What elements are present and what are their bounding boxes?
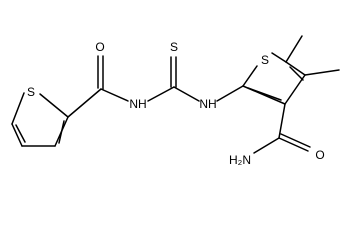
bonds (11, 35, 340, 154)
atom-labels: S O NH S NH S H₂N O (27, 40, 325, 167)
atom-o-carbonyl-right: O (315, 148, 324, 162)
atom-s-thiocarbonyl: S (170, 40, 178, 54)
atom-o-carbonyl-left: O (95, 40, 104, 54)
thiophene-thiourea-structure: S O NH S NH S H₂N O (11, 35, 340, 167)
atom-s-thiophene-left: S (27, 85, 35, 99)
atom-nh-right: NH (199, 97, 216, 111)
atom-s-thiophene-right: S (261, 53, 269, 67)
atom-nh2-amide: H₂N (229, 153, 251, 167)
atom-nh-amide-left: NH (129, 97, 146, 111)
